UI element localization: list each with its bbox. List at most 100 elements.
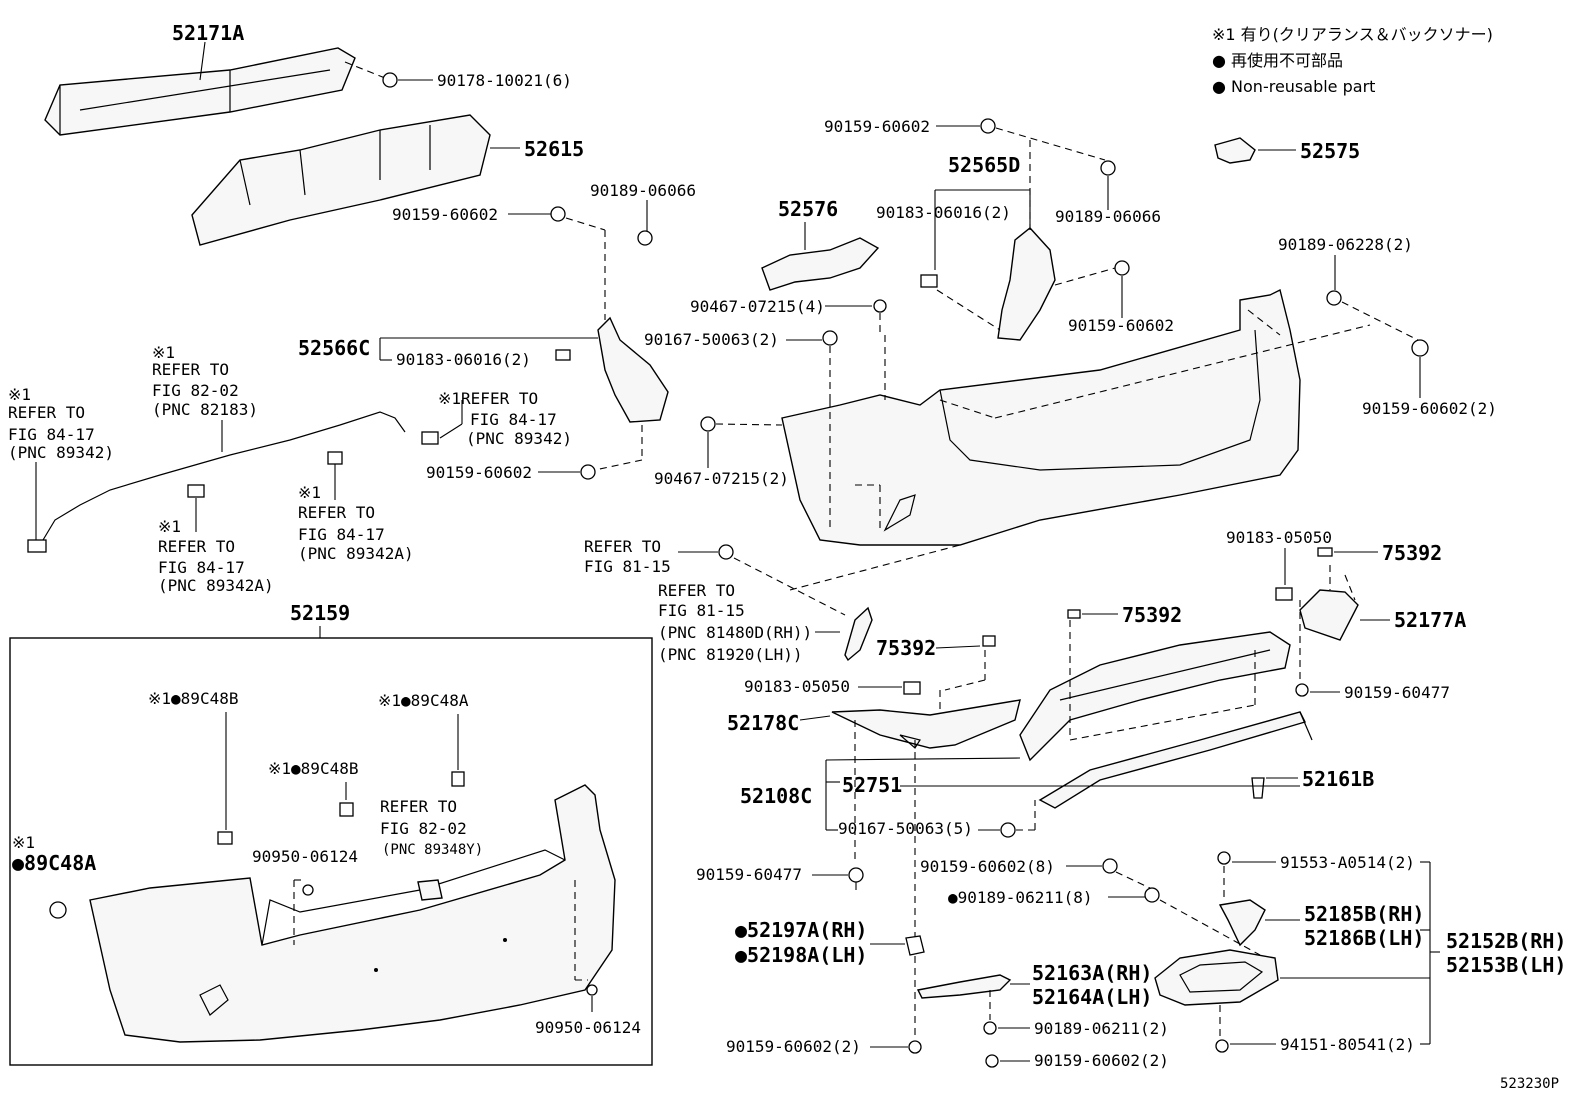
callout-52566C: 52566C bbox=[298, 336, 370, 360]
reference-r2: ※1 REFER TO FIG 82-02 (PNC 82183) bbox=[152, 343, 258, 419]
clip-nut-icon bbox=[1275, 587, 1293, 601]
part-52615-energy-absorber: 52615 bbox=[191, 114, 584, 246]
reference-r8: REFER TO FIG 82-02 (PNC 89348Y) bbox=[380, 797, 483, 858]
callout-52108C: 52108C bbox=[740, 784, 812, 808]
grommet-icon bbox=[302, 884, 314, 896]
callout-90159-60602-mid: 90159-60602 bbox=[1068, 316, 1174, 335]
callout-75392-a: 75392 bbox=[1382, 541, 1442, 565]
callout-90159-60477-b: 90159-60477 bbox=[696, 865, 802, 884]
callout-52197A: ●52197A(RH) bbox=[735, 918, 867, 942]
bolt-icon bbox=[580, 464, 596, 480]
ref-text: ※1REFER TO bbox=[438, 389, 538, 408]
callout-90167-5: 90167-50063(5) bbox=[838, 819, 973, 838]
callout-90189-06066-b: 90189-06066 bbox=[1055, 207, 1161, 226]
sensor-icon bbox=[339, 802, 354, 817]
callout-52198A: ●52198A(LH) bbox=[735, 943, 867, 967]
grommet-icon bbox=[586, 984, 598, 996]
part-52575-bracket bbox=[1214, 137, 1256, 164]
ref-text: FIG 84-17 bbox=[298, 525, 385, 544]
callout-52164A: 52164A(LH) bbox=[1032, 985, 1152, 1009]
clip-icon bbox=[1251, 777, 1265, 799]
clip-nut-icon bbox=[555, 349, 571, 361]
callout-90159-60602-8: 90159-60602(8) bbox=[920, 857, 1055, 876]
callout-75392-b: 75392 bbox=[1122, 603, 1182, 627]
callout-52161B: 52161B bbox=[1302, 767, 1374, 791]
callout-90178: 90178-10021(6) bbox=[437, 71, 572, 90]
part-bumper-cover-upper bbox=[781, 288, 1371, 546]
reflector-icon bbox=[844, 606, 873, 662]
figure-code: 523230P bbox=[1500, 1076, 1559, 1092]
callout-90467-2: 90467-07215(2) bbox=[654, 469, 789, 488]
ref-text: REFER TO bbox=[584, 537, 661, 556]
callout-52152B: 52152B(RH) bbox=[1446, 929, 1566, 953]
reference-r1: ※1 REFER TO FIG 84-17 (PNC 89342) bbox=[8, 385, 114, 462]
grommet-icon bbox=[1215, 1039, 1229, 1053]
callout-90159-60602-top: 90159-60602 bbox=[824, 117, 930, 136]
bolt-icon bbox=[1295, 683, 1309, 697]
ref-text: REFER TO bbox=[8, 403, 85, 422]
ref-text: ※1 bbox=[8, 385, 31, 404]
clip-icon bbox=[718, 544, 734, 560]
nut-icon bbox=[382, 72, 398, 88]
callout-89C48A-b: ●89C48A bbox=[12, 851, 96, 875]
callout-90467-4: 90467-07215(4) bbox=[690, 297, 825, 316]
callout-52615: 52615 bbox=[524, 137, 584, 161]
callout-90189-06211-2: 90189-06211(2) bbox=[1034, 1019, 1169, 1038]
callout-90189-06228: 90189-06228(2) bbox=[1278, 235, 1413, 254]
legend-note: ※1 有り(クリアランス＆バックソナー) bbox=[1212, 25, 1493, 44]
part-52177A-bracket bbox=[1299, 589, 1359, 641]
ref-text: REFER TO bbox=[380, 797, 457, 816]
part-52178C-garnish bbox=[831, 699, 1021, 749]
bolt-icon bbox=[908, 1040, 922, 1054]
callout-89C48A-a: ※1●89C48A bbox=[378, 691, 469, 710]
sensor-icon bbox=[187, 484, 205, 498]
callout-52751: 52751 bbox=[842, 773, 902, 797]
sonar-wire-harness bbox=[27, 400, 463, 553]
retainer-icon bbox=[905, 935, 925, 956]
callout-90950-b: 90950-06124 bbox=[535, 1018, 641, 1037]
reference-r5: ※1REFER TO FIG 84-17 (PNC 89342) bbox=[438, 389, 572, 448]
ref-text: REFER TO bbox=[158, 537, 235, 556]
ref-text: REFER TO bbox=[658, 581, 735, 600]
callout-89C48B-b: ※1●89C48B bbox=[268, 759, 358, 778]
frame-52159 bbox=[9, 637, 653, 1066]
ref-text: FIG 84-17 bbox=[158, 558, 245, 577]
part-52751-lower-cover bbox=[1019, 600, 1301, 762]
part-52163A-bracket bbox=[916, 974, 1012, 999]
callout-89C48A-b-mark: ※1 bbox=[12, 833, 35, 852]
callout-90189-06211-8: ●90189-06211(8) bbox=[948, 888, 1093, 907]
ref-text: REFER TO bbox=[298, 503, 375, 522]
callout-90159-60477-a: 90159-60477 bbox=[1344, 683, 1450, 702]
callout-94151: 94151-80541(2) bbox=[1280, 1035, 1415, 1054]
callout-52163A: 52163A(RH) bbox=[1032, 961, 1152, 985]
bolt-icon bbox=[1114, 260, 1130, 276]
callout-90159-60602-lft: 90159-60602 bbox=[426, 463, 532, 482]
callout-52159: 52159 bbox=[290, 601, 350, 625]
part-52576-bracket bbox=[761, 237, 880, 291]
clip-icon bbox=[1317, 547, 1333, 557]
part-52161B-lamp-strip bbox=[1038, 711, 1307, 809]
sensor-icon bbox=[217, 831, 233, 845]
callout-90189-06066-a: 90189-06066 bbox=[590, 181, 696, 200]
connector-icon bbox=[27, 539, 47, 553]
bolt-icon bbox=[848, 867, 864, 883]
clip-icon bbox=[983, 1021, 997, 1035]
sensor-icon bbox=[49, 901, 67, 919]
callout-89C48B-a: ※1●89C48B bbox=[148, 689, 238, 708]
sensor-icon bbox=[451, 771, 465, 787]
callout-90183-05050-b: 90183-05050 bbox=[744, 677, 850, 696]
legend: ※1 有り(クリアランス＆バックソナー) ● 再使用不可部品 ● Non-reu… bbox=[1212, 25, 1493, 96]
callout-90159-60602-a: 90159-60602 bbox=[392, 205, 498, 224]
reference-r6: REFER TO FIG 81-15 bbox=[584, 537, 671, 576]
ref-text: FIG 81-15 bbox=[658, 601, 745, 620]
ref-text: (PNC 81920(LH)) bbox=[658, 645, 803, 664]
callout-90183-06016-b: 90183-06016(2) bbox=[396, 350, 531, 369]
callout-52575: 52575 bbox=[1300, 139, 1360, 163]
clip-icon bbox=[1144, 887, 1160, 903]
screw-icon bbox=[1000, 822, 1016, 838]
sensor-icon bbox=[327, 451, 343, 465]
clip-icon bbox=[873, 299, 887, 313]
ref-text: ※1 bbox=[298, 483, 321, 502]
callout-75392-c: 75392 bbox=[876, 636, 936, 660]
screw-icon bbox=[1217, 851, 1231, 865]
